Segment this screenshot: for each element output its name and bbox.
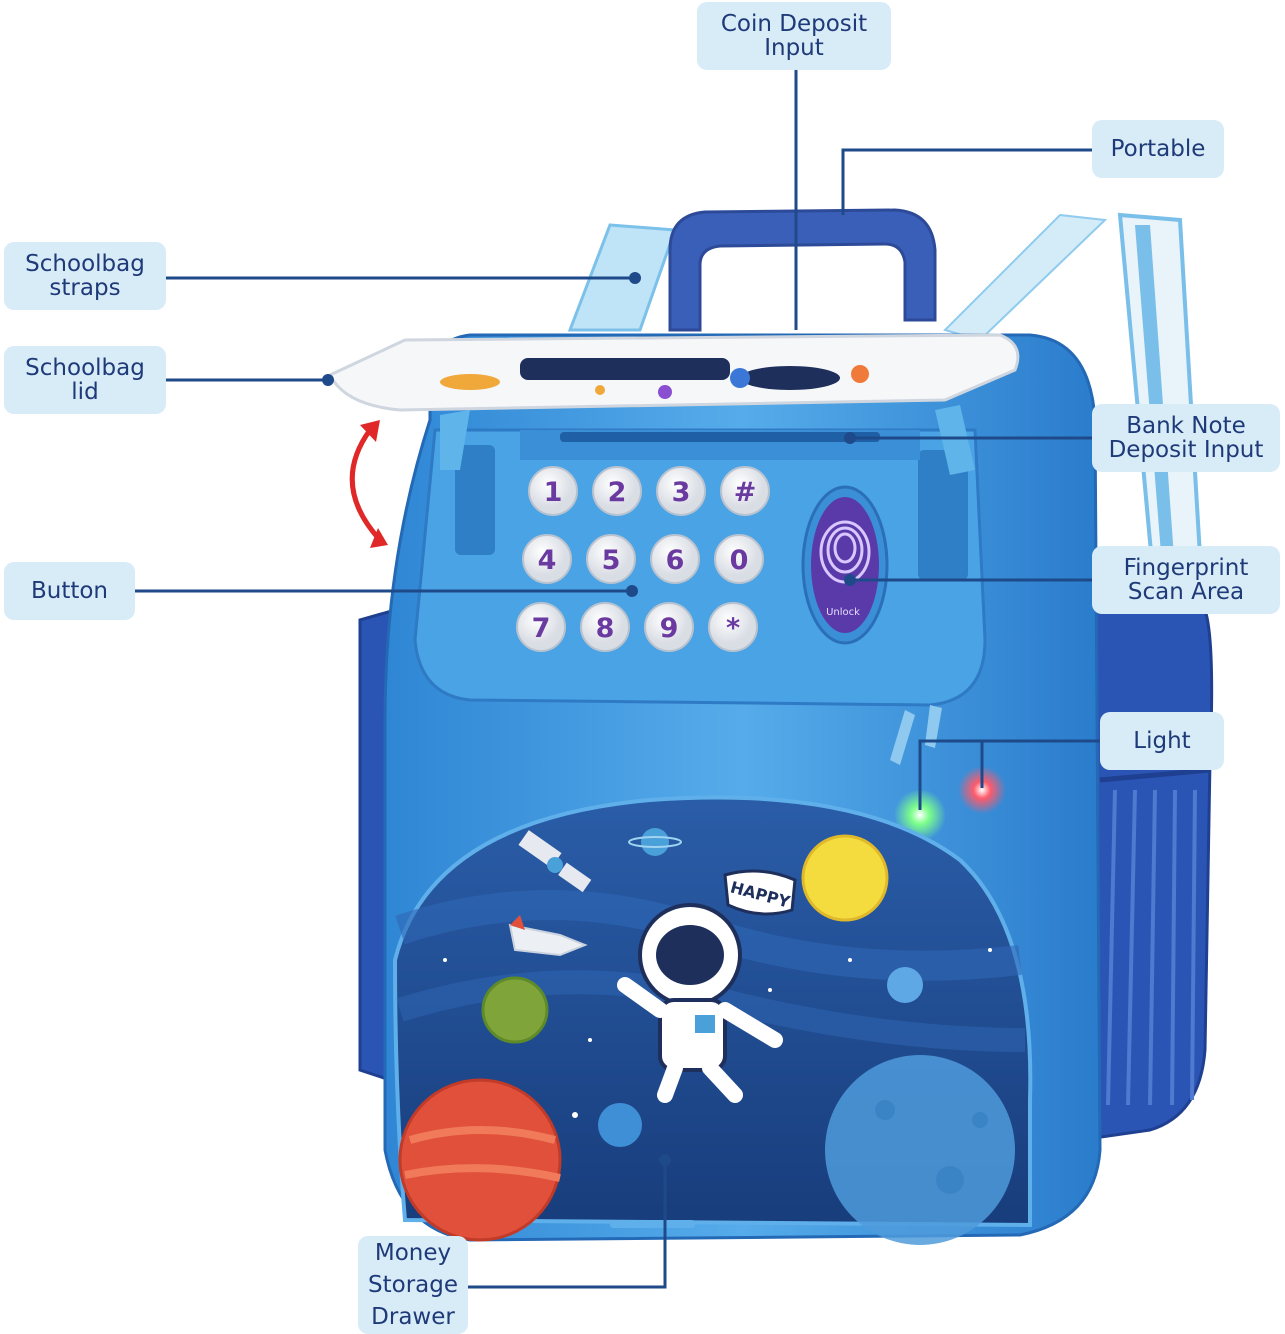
callout-button-line1: Button	[30, 578, 109, 604]
keypad-key-star[interactable]: *	[708, 602, 758, 652]
keypad-key-label: 1	[544, 477, 563, 508]
fingerprint-unlock-label: Unlock	[826, 607, 860, 618]
carry-handle	[668, 208, 937, 332]
callout-bank-note-line2: Deposit Input	[1108, 437, 1264, 463]
keypad-key-3[interactable]: 3	[656, 466, 706, 516]
keypad-key-2[interactable]: 2	[592, 466, 642, 516]
keypad-key-8[interactable]: 8	[580, 602, 630, 652]
callout-fingerprint-line1: Fingerprint	[1123, 555, 1249, 581]
keypad-key-label: 2	[608, 477, 627, 508]
zipper-pulls	[890, 705, 942, 765]
keypad-key-hash[interactable]: #	[720, 466, 770, 516]
keypad-key-label: *	[726, 613, 740, 644]
callout-fingerprint-line2: Scan Area	[1127, 579, 1245, 605]
keypad-key-label: 9	[660, 613, 679, 644]
happy-sticker: HAPPY	[723, 869, 797, 916]
rotation-arrow	[349, 420, 388, 548]
callout-portable: Portable	[1092, 120, 1224, 178]
keypad-key-label: 4	[538, 545, 557, 576]
rocket	[508, 915, 588, 957]
callout-light: Light	[1100, 712, 1224, 770]
callout-drawer-line2: Storage	[368, 1272, 458, 1298]
astronaut	[617, 903, 783, 1103]
callout-lid-line1: Schoolbag	[25, 355, 145, 381]
callout-straps-line1: Schoolbag	[25, 251, 145, 277]
keypad-key-1[interactable]: 1	[528, 466, 578, 516]
keypad-key-0[interactable]: 0	[714, 534, 764, 584]
callout-drawer-line1: Money	[374, 1240, 452, 1266]
callout-drawer-line3: Drawer	[371, 1304, 455, 1330]
green-planet	[481, 976, 549, 1044]
callout-bank-note-line1: Bank Note	[1126, 413, 1246, 439]
keypad-key-label: 3	[672, 477, 691, 508]
blue-striped-planet	[598, 1103, 642, 1147]
callout-button: Button	[4, 562, 135, 620]
keypad-key-label: 8	[596, 613, 615, 644]
fingerprint-scanner: Unlock	[801, 485, 889, 645]
leader-lines	[135, 68, 1100, 1289]
keypad-key-label: 7	[532, 613, 551, 644]
callout-straps-line2: straps	[49, 275, 121, 301]
yellow-planet	[801, 834, 889, 922]
keypad-key-4[interactable]: 4	[522, 534, 572, 584]
small-ringed-planet	[641, 828, 669, 856]
callout-lid-line2: lid	[71, 379, 99, 405]
keypad-key-label: 6	[666, 545, 685, 576]
satellite	[518, 830, 592, 893]
keypad-key-label: #	[734, 477, 757, 508]
keypad: 1 2 3 #4 5 6 0 7 8 9 *	[516, 466, 770, 652]
red-light	[958, 766, 1006, 814]
keypad-key-label: 0	[730, 545, 749, 576]
schoolbag-lid	[327, 333, 1020, 475]
callout-coin-deposit-line1: Coin Deposit	[720, 11, 868, 37]
red-planet	[398, 1078, 562, 1242]
keypad-key-6[interactable]: 6	[650, 534, 700, 584]
keypad-key-9[interactable]: 9	[644, 602, 694, 652]
keypad-key-7[interactable]: 7	[516, 602, 566, 652]
large-moon	[825, 1055, 1015, 1245]
money-storage-drawer: HAPPY	[392, 795, 1033, 1245]
blue-planet	[887, 967, 923, 1003]
callout-coin-deposit-line2: Input	[764, 35, 824, 61]
keypad-key-5[interactable]: 5	[586, 534, 636, 584]
callout-portable-line1: Portable	[1110, 136, 1206, 162]
callout-light-line1: Light	[1133, 728, 1191, 754]
keypad-key-label: 5	[602, 545, 621, 576]
